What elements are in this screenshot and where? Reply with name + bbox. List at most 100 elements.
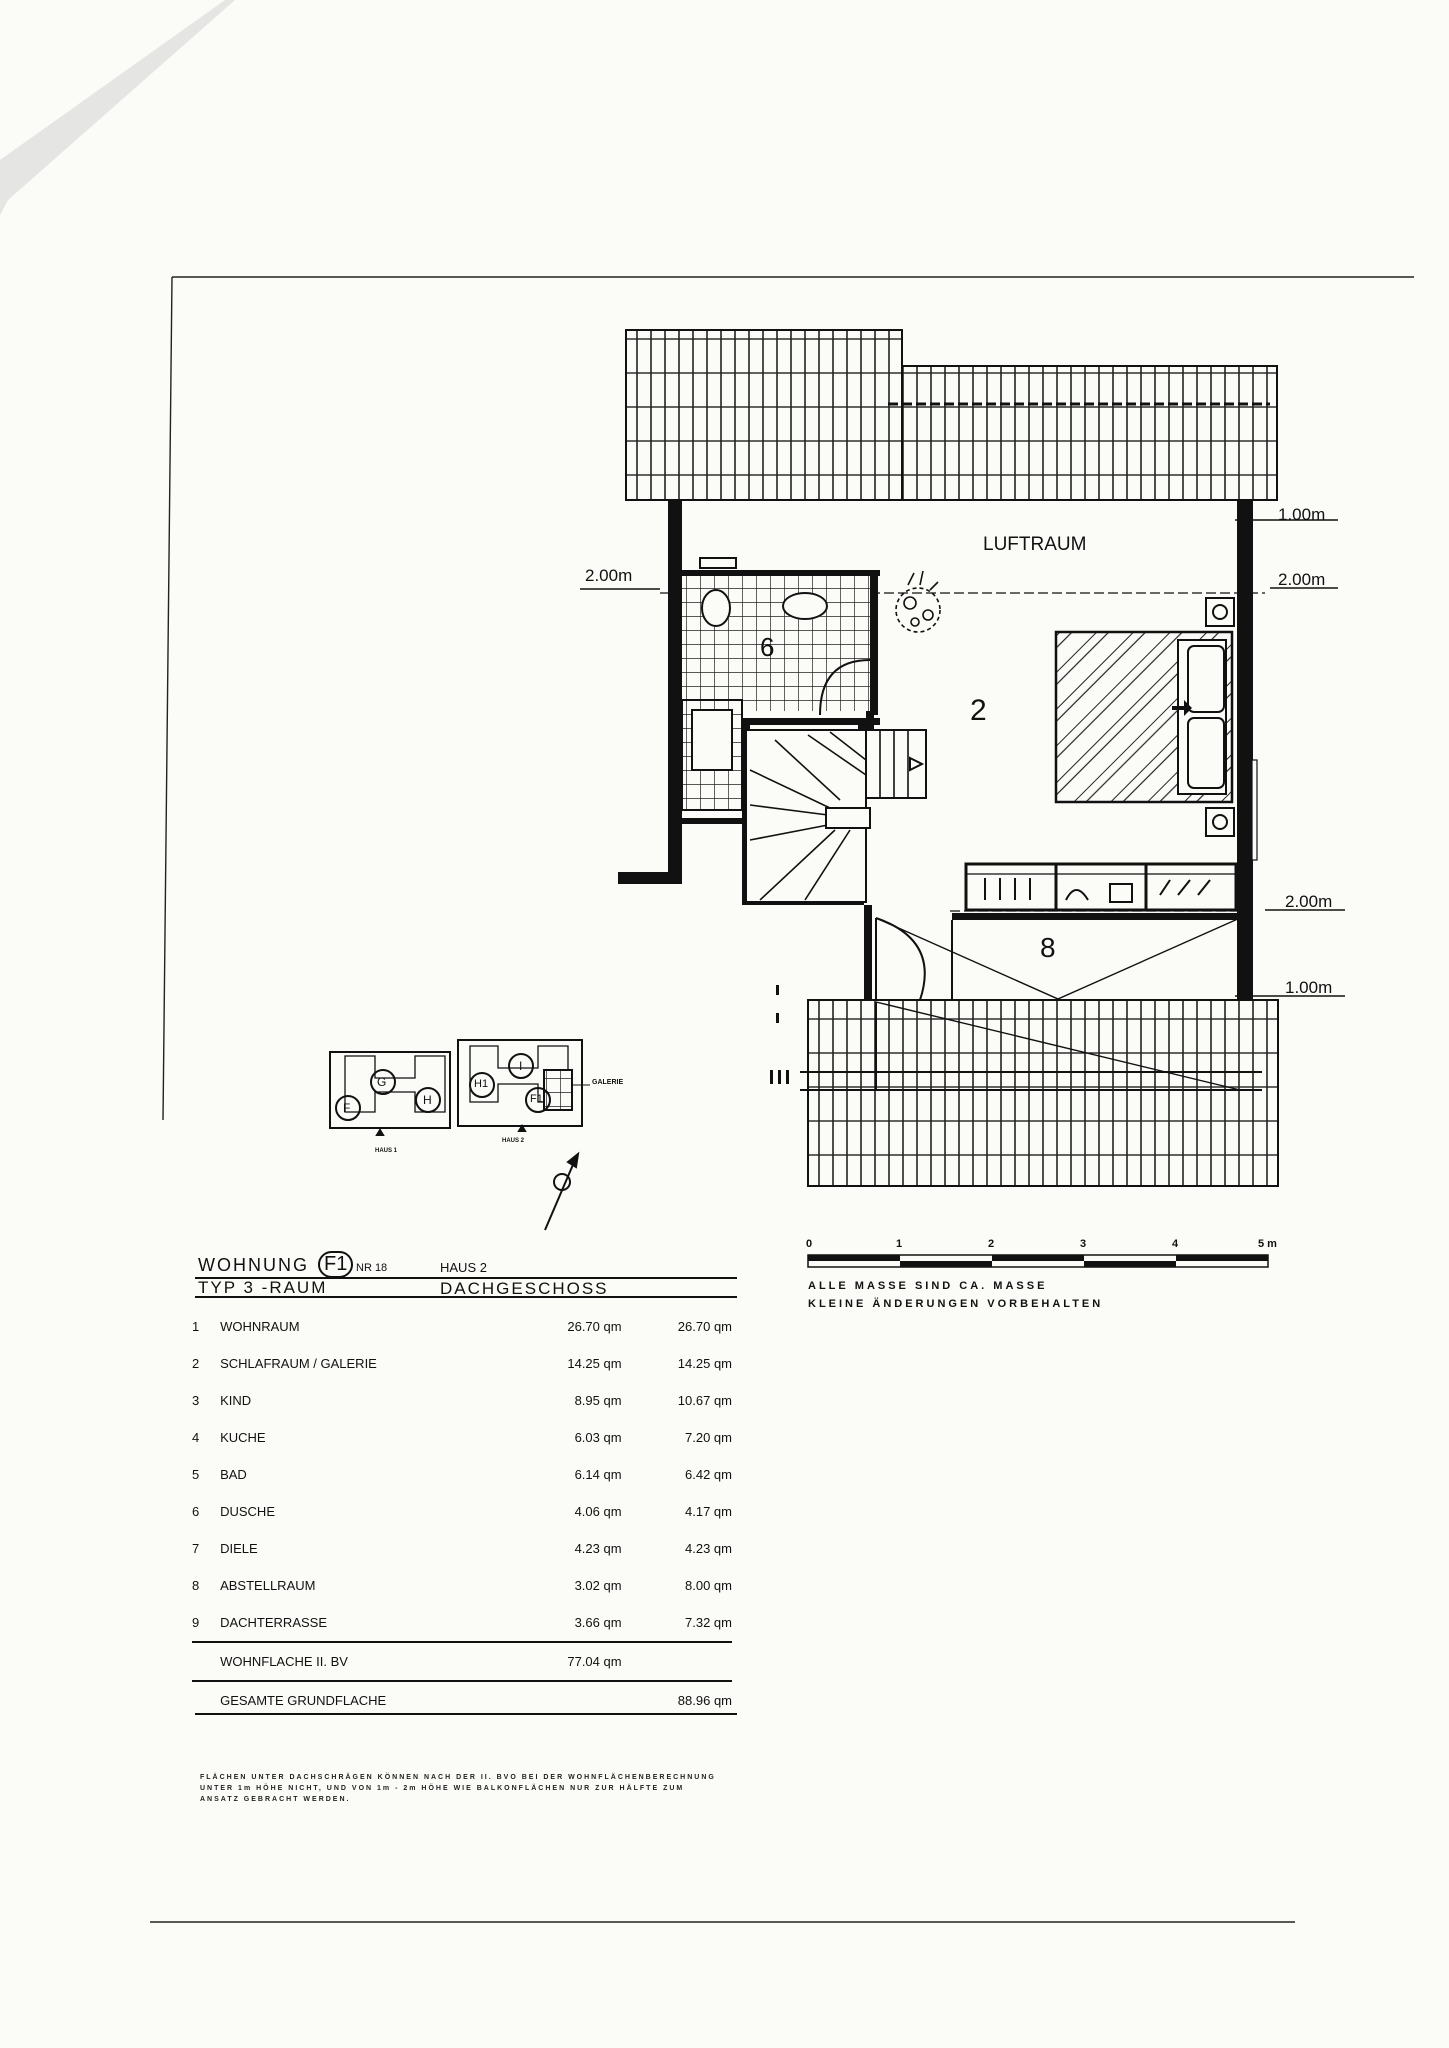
- scale-tick: 3: [1080, 1238, 1087, 1250]
- room-name: DUSCHE: [220, 1504, 275, 1519]
- scale-bar: [807, 1254, 1269, 1268]
- roof-bottom: [800, 999, 1279, 1187]
- room-number-8: 8: [1040, 932, 1056, 963]
- towel-rail: [699, 557, 737, 569]
- room-area: 6.14 qm: [574, 1467, 622, 1482]
- table-row: 5 BAD 6.14 qm 6.42 qm: [192, 1456, 732, 1493]
- site-plan: [329, 1039, 590, 1136]
- haus1-label: HAUS 1: [375, 1148, 398, 1154]
- room-name: DIELE: [220, 1541, 258, 1556]
- north-arrow-icon: [544, 1151, 580, 1231]
- table-row: 7 DIELE 4.23 qm 4.23 qm: [192, 1530, 732, 1567]
- room-area: 4.23 qm: [574, 1541, 622, 1556]
- room-num: 4: [192, 1430, 200, 1445]
- room-area-gross: 4.23 qm: [685, 1541, 732, 1556]
- room-area-gross: 8.00 qm: [685, 1578, 732, 1593]
- table-row: 8 ABSTELLRAUM 3.02 qm 8.00 qm: [192, 1567, 732, 1604]
- room-name: KUCHE: [220, 1430, 266, 1445]
- roof-top: [625, 329, 1278, 501]
- room-area: 14.25 qm: [567, 1356, 622, 1371]
- window-right: [1251, 759, 1258, 861]
- scale-tick: 0: [806, 1238, 813, 1250]
- dimension-label: 1.00m: [1285, 978, 1333, 997]
- scan-crease: [0, 0, 235, 215]
- room-name: BAD: [220, 1467, 247, 1482]
- table-row: 6 DUSCHE 4.06 qm 4.17 qm: [192, 1493, 732, 1530]
- luftraum-label: LUFTRAUM: [983, 534, 1087, 555]
- scale-tick: 1: [896, 1238, 903, 1250]
- typ-label: TYP 3 -RAUM: [198, 1278, 328, 1297]
- double-bed: [1054, 597, 1235, 837]
- room-area-gross: 6.42 qm: [685, 1467, 732, 1482]
- unit-id: F1: [318, 1251, 354, 1278]
- site-unit-label: F1: [530, 1093, 543, 1105]
- dimension-label: 2.00m: [585, 566, 633, 585]
- staircase: [745, 729, 927, 903]
- wohnung-label: WOHNUNG: [198, 1255, 309, 1275]
- site-unit-label: H1: [474, 1078, 489, 1090]
- scale-tick: 5 m: [1258, 1238, 1277, 1250]
- scale-note-line2: KLEINE ÄNDERUNGEN VORBEHALTEN: [808, 1298, 1104, 1310]
- scale-tick: 2: [988, 1238, 995, 1250]
- dimension-label: 2.00m: [1285, 892, 1333, 911]
- room-num: 5: [192, 1467, 200, 1482]
- room-name: DACHTERRASSE: [220, 1615, 328, 1630]
- table-row: 1 WOHNRAUM 26.70 qm 26.70 qm: [192, 1308, 732, 1345]
- room-num: 9: [192, 1615, 200, 1630]
- floor-label: DACHGESCHOSS: [440, 1279, 609, 1298]
- table-row: 3 KIND 8.95 qm 10.67 qm: [192, 1382, 732, 1419]
- room-num: 8: [192, 1578, 200, 1593]
- footnote: FLÄCHEN UNTER DACHSCHRÄGEN KÖNNEN NACH D…: [200, 1774, 716, 1803]
- unit-nr: NR 18: [356, 1262, 388, 1274]
- room-area-gross: 26.70 qm: [677, 1319, 732, 1334]
- haus2-label: HAUS 2: [502, 1138, 525, 1144]
- room-num: 1: [192, 1319, 200, 1334]
- scale-note-line1: ALLE MASSE SIND CA. MASSE: [808, 1280, 1048, 1292]
- room-num: 7: [192, 1541, 200, 1556]
- room-area-gross: 7.20 qm: [685, 1430, 732, 1445]
- grundflaeche-label: GESAMTE GRUNDFLACHE: [220, 1680, 522, 1719]
- room-area: 6.03 qm: [574, 1430, 622, 1445]
- room-num: 6: [192, 1504, 200, 1519]
- room-area-gross: 14.25 qm: [677, 1356, 732, 1371]
- dimension-label: 2.00m: [1278, 570, 1326, 589]
- room-name: KIND: [220, 1393, 252, 1408]
- room-area: 26.70 qm: [567, 1319, 622, 1334]
- dimension-lines: [580, 519, 1345, 997]
- site-unit-label: G: [377, 1075, 387, 1089]
- room-num: 3: [192, 1393, 200, 1408]
- room-area-gross: 4.17 qm: [685, 1504, 732, 1519]
- room-area-gross: 10.67 qm: [677, 1393, 732, 1408]
- room-name: WOHNRAUM: [220, 1319, 300, 1334]
- plant-icon: [895, 570, 941, 633]
- bath-door-swing: [819, 659, 871, 716]
- room-area-gross: 7.32 qm: [685, 1615, 732, 1630]
- room-name: ABSTELLRAUM: [220, 1578, 316, 1593]
- site-unit-label: H: [423, 1093, 432, 1107]
- wohnflaeche-value: 77.04 qm: [521, 1641, 622, 1681]
- shower-tray-inner: [691, 709, 733, 771]
- washbasin: [782, 592, 828, 620]
- table-row: 4 KUCHE 6.03 qm 7.20 qm: [192, 1419, 732, 1456]
- grundflaeche-value: 88.96 qm: [621, 1680, 732, 1719]
- room-area: 4.06 qm: [574, 1504, 622, 1519]
- room-num: 2: [192, 1356, 200, 1371]
- galerie-label: GALERIE: [592, 1079, 624, 1086]
- toilet: [701, 589, 731, 627]
- wohnflaeche-label: WOHNFLACHE II. BV: [220, 1641, 522, 1681]
- haus-label: HAUS 2: [440, 1260, 487, 1275]
- scale-tick: 4: [1172, 1238, 1179, 1250]
- edge-marks: [770, 985, 789, 1084]
- site-unit-label: I: [519, 1059, 523, 1073]
- room-number-6: 6: [760, 632, 775, 662]
- frame-left: [162, 276, 173, 1121]
- room-area: 8.95 qm: [574, 1393, 622, 1408]
- grundflaeche-row: GESAMTE GRUNDFLACHE 88.96 qm: [192, 1680, 732, 1719]
- room-area: 3.02 qm: [574, 1578, 622, 1593]
- room-number-2: 2: [970, 694, 987, 727]
